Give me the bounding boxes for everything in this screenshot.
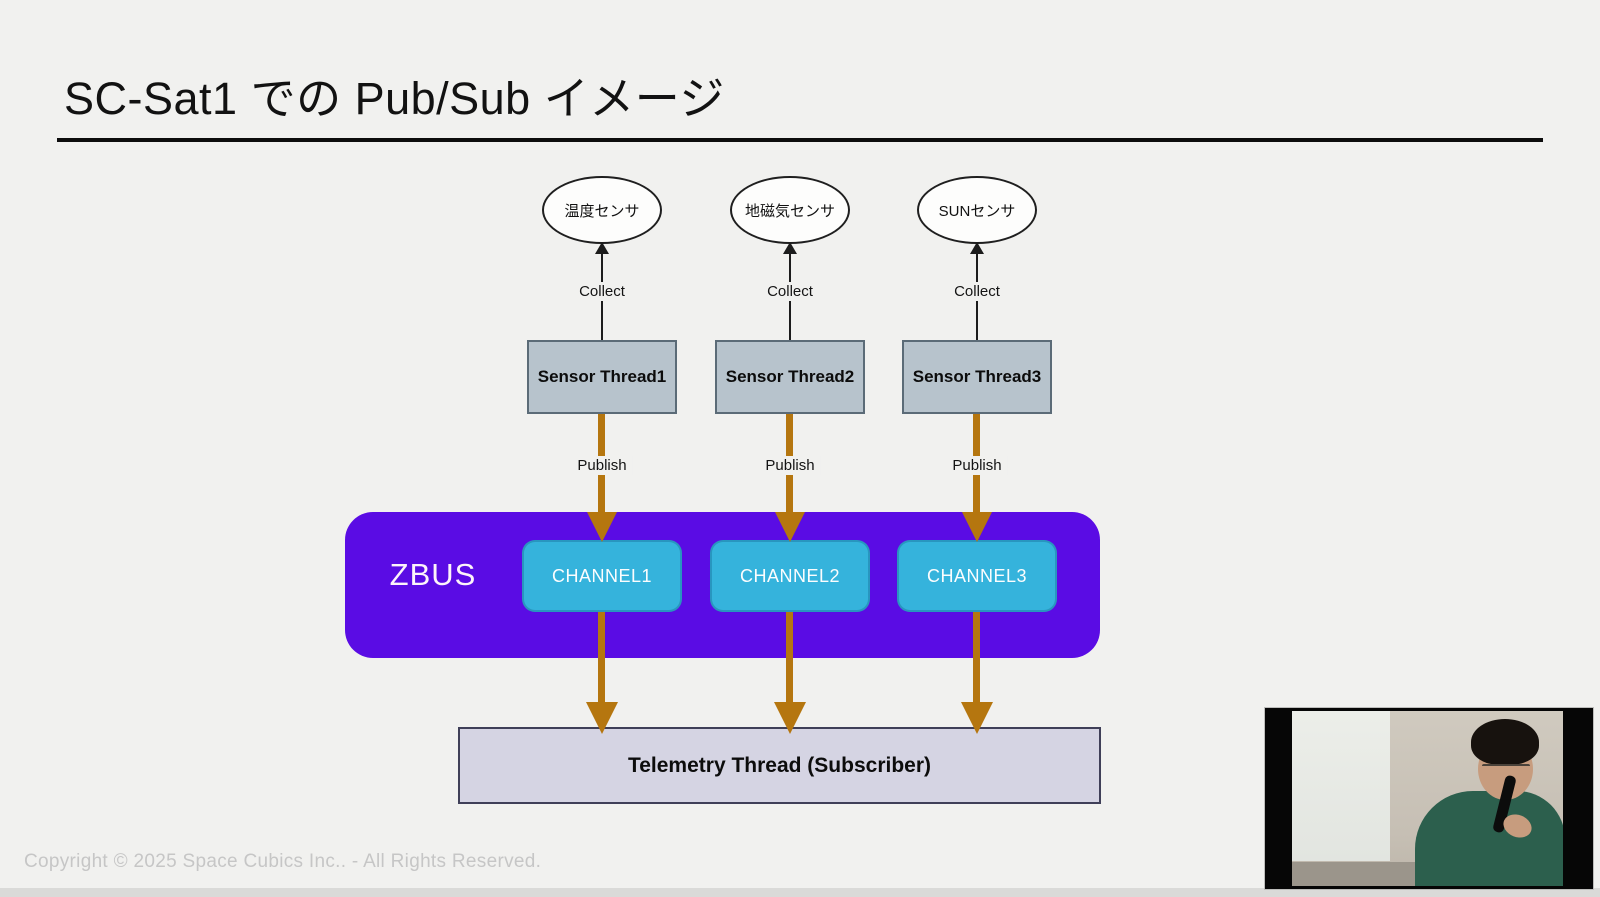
speaker-hair: [1471, 719, 1539, 765]
speaker-body: [1415, 791, 1563, 886]
copyright-text: Copyright © 2025 Space Cubics Inc.. - Al…: [24, 851, 542, 872]
collect-label: Collect: [573, 282, 631, 301]
sensor-thread2-label: Sensor Thread2: [725, 367, 855, 386]
channel1-label: CHANNEL1: [551, 565, 653, 586]
subscribe-arrowhead-icon: [586, 702, 618, 734]
telemetry-thread-box: Telemetry Thread (Subscriber): [458, 727, 1101, 804]
sensor-node-label: SUNセンサ: [938, 202, 1016, 220]
publish-label: Publish: [571, 456, 633, 475]
channel1-box: CHANNEL1: [522, 540, 682, 612]
publish-label: Publish: [759, 456, 821, 475]
sensor-thread3-box: Sensor Thread3: [902, 340, 1052, 414]
subscribe-arrowhead-icon: [774, 702, 806, 734]
publish-arrowhead-icon: [775, 512, 805, 542]
channel3-label: CHANNEL3: [926, 565, 1028, 586]
sensor-thread2-box: Sensor Thread2: [715, 340, 865, 414]
collect-arrowhead-icon: [970, 242, 984, 254]
collect-arrowhead-icon: [783, 242, 797, 254]
sensor-node-label: 地磁気センサ: [744, 202, 835, 220]
sensor-node-sun: SUNセンサ: [917, 176, 1037, 244]
channel3-box: CHANNEL3: [897, 540, 1057, 612]
sensor-node-label: 温度センサ: [564, 202, 640, 220]
sensor-node-temperature: 温度センサ: [542, 176, 662, 244]
collect-label: Collect: [948, 282, 1006, 301]
collect-label: Collect: [761, 282, 819, 301]
projection-screen: [1292, 711, 1390, 861]
channel2-box: CHANNEL2: [710, 540, 870, 612]
publish-label: Publish: [946, 456, 1008, 475]
subscribe-arrow-line: [598, 612, 605, 704]
speaker-video-feed: [1292, 711, 1563, 886]
collect-arrowhead-icon: [595, 242, 609, 254]
title-underline: [57, 138, 1543, 142]
sensor-thread1-box: Sensor Thread1: [527, 340, 677, 414]
channel2-label: CHANNEL2: [739, 565, 841, 586]
speaker-glasses: [1482, 764, 1530, 773]
bottom-strip: [0, 888, 1600, 897]
subscribe-arrow-line: [973, 612, 980, 704]
publish-arrowhead-icon: [587, 512, 617, 542]
subscribe-arrowhead-icon: [961, 702, 993, 734]
speaker-video: [1265, 708, 1593, 889]
telemetry-thread-label: Telemetry Thread (Subscriber): [627, 753, 932, 777]
slide-title: SC-Sat1 での Pub/Sub イメージ: [64, 73, 725, 124]
zbus-label: ZBUS: [389, 557, 477, 592]
publish-arrowhead-icon: [962, 512, 992, 542]
subscribe-arrow-line: [786, 612, 793, 704]
sensor-thread1-label: Sensor Thread1: [537, 367, 667, 386]
sensor-thread3-label: Sensor Thread3: [912, 367, 1042, 386]
sensor-node-geomagnetic: 地磁気センサ: [730, 176, 850, 244]
